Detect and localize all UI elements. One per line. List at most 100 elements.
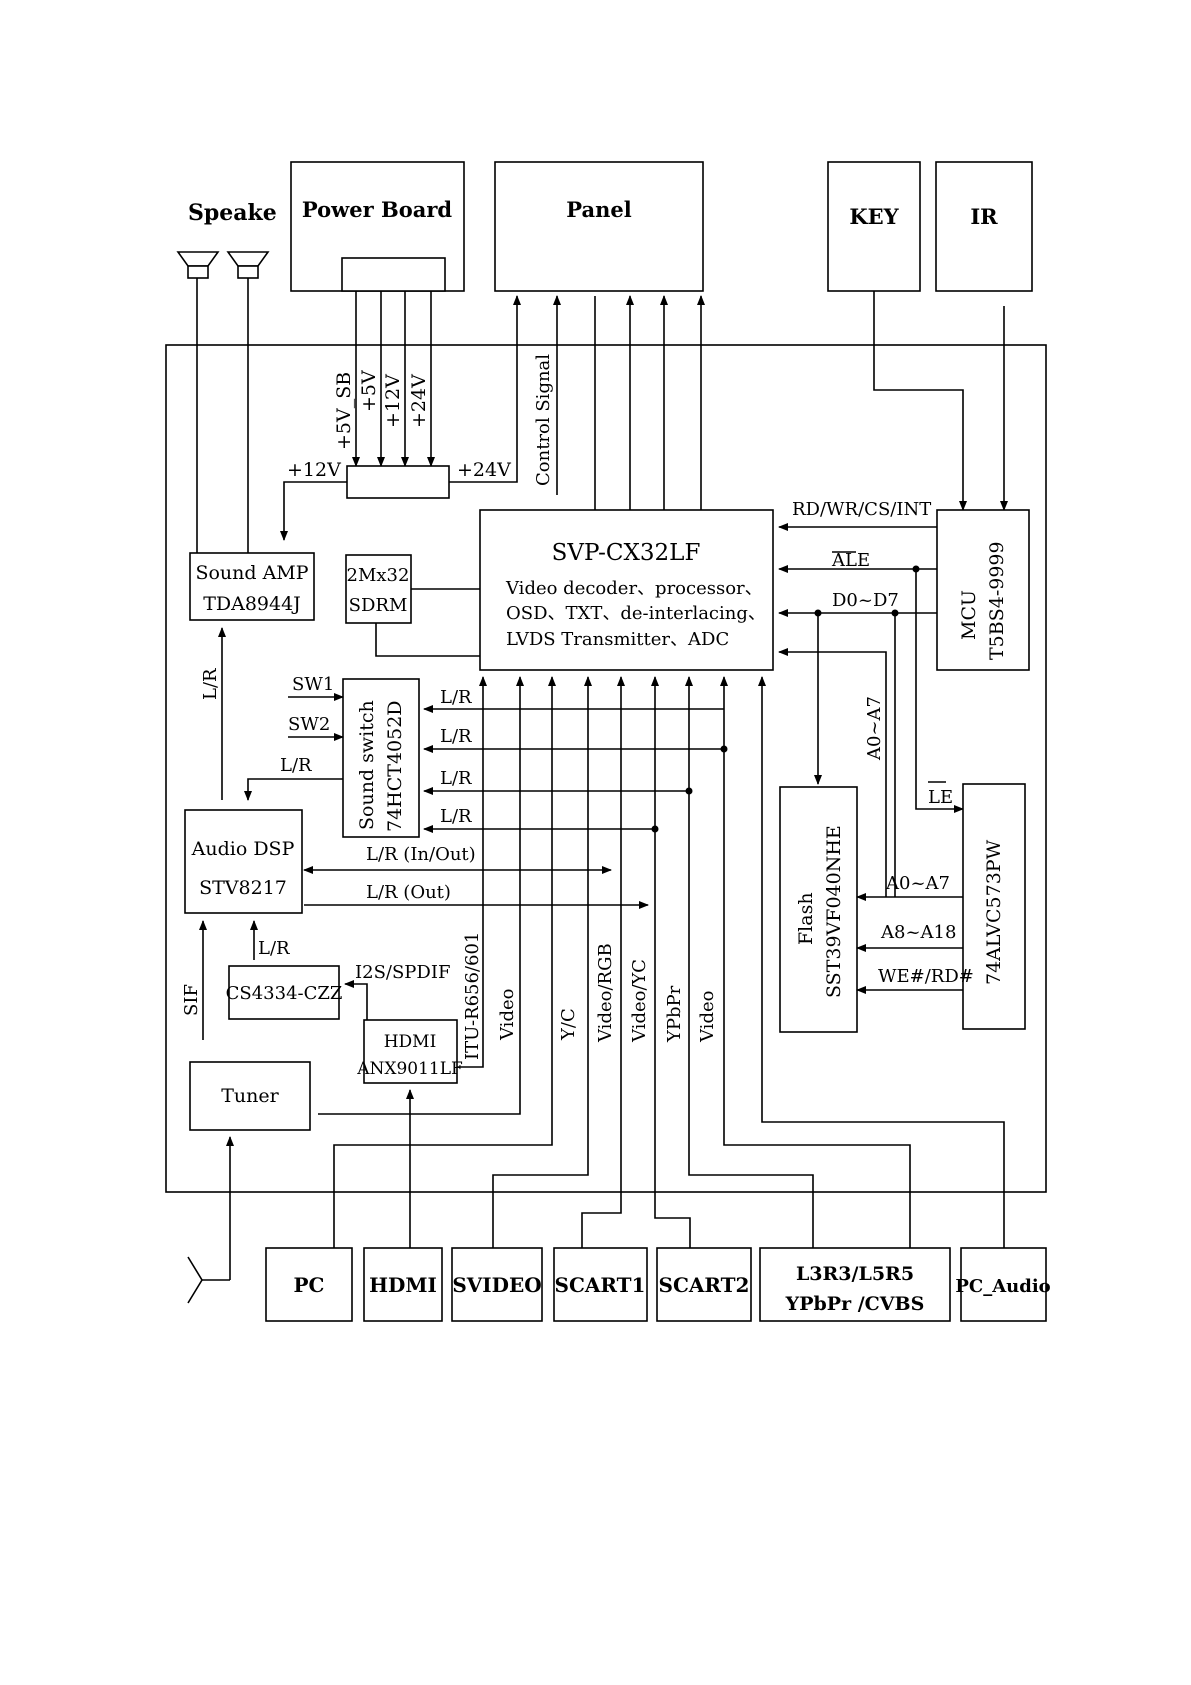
- le-wire: [915, 569, 964, 813]
- rail-5vsb-label: +5V_SB: [333, 372, 355, 450]
- rd-wr-label: RD/WR/CS/INT: [792, 499, 931, 520]
- switch-to-dsp-wire: [244, 778, 343, 801]
- rail-12v-label: +12V: [382, 374, 404, 428]
- input-pc-audio-label: PC_Audio: [955, 1276, 1050, 1297]
- ale-label: ALE: [831, 550, 870, 571]
- cs4334-label: CS4334-CZZ: [226, 983, 343, 1004]
- sif-label: SIF: [181, 984, 202, 1016]
- yc-label: Y/C: [558, 1008, 579, 1041]
- a8-a18-label: A8~A18: [880, 922, 956, 943]
- scart1-wire: [581, 676, 625, 1248]
- lr-out-label: L/R (Out): [366, 882, 451, 903]
- sdram-box: [345, 554, 412, 624]
- mcu-label-2: T5BS4-9999: [986, 541, 1008, 660]
- key-label: KEY: [849, 204, 899, 229]
- input-svideo-label: SVIDEO: [452, 1273, 541, 1297]
- video-rgb-label: Video/RGB: [595, 943, 616, 1043]
- hdmi-rx-box: [363, 1019, 458, 1084]
- audio-dsp-label-1: Audio DSP: [191, 838, 295, 860]
- rail-24v-label: +24V: [408, 374, 430, 428]
- lr-input-label-4: L/R: [440, 806, 472, 827]
- latch-a0-a7-label: A0~A7: [885, 873, 950, 894]
- key-box: [827, 161, 921, 292]
- latch-label: 74ALVC573PW: [983, 839, 1005, 985]
- sound-switch-label-1: Sound switch: [356, 700, 378, 830]
- panel-supply-wire: [449, 295, 521, 483]
- rail-5v-label: +5V: [358, 370, 380, 412]
- i2s-label: I2S/SPDIF: [355, 962, 450, 983]
- mcu-label-1: MCU: [958, 590, 980, 640]
- lr-input-label-2: L/R: [440, 726, 472, 747]
- input-scart2-label: SCART2: [659, 1273, 750, 1297]
- input-pc-box: [265, 1247, 353, 1322]
- ir-box: [935, 161, 1033, 292]
- input-hdmi-label: HDMI: [369, 1273, 437, 1297]
- input-scart2-box: [656, 1247, 752, 1322]
- pc-audio-wire: [761, 691, 1005, 1248]
- power-board-label: Power Board: [302, 197, 452, 222]
- audio-dsp-label-2: STV8217: [199, 877, 287, 899]
- control-signal-label: Control Signal: [533, 354, 554, 486]
- input-l3r3-box: [759, 1247, 951, 1322]
- sound-amp-box: [189, 552, 315, 621]
- svp-title: SVP-CX32LF: [552, 540, 701, 566]
- input-pc-audio-box: [960, 1247, 1047, 1322]
- dsp-to-amp-label: L/R: [200, 668, 221, 700]
- antenna-icon: [187, 1256, 230, 1304]
- a0-a7-vertical-label: A0~A7: [864, 696, 885, 761]
- amp-supply-wire: [280, 481, 347, 541]
- hdmi-rx-label-2: ANX9011LF: [356, 1059, 463, 1079]
- input-svideo-box: [451, 1247, 543, 1322]
- a0-a7-return-wire: [778, 648, 887, 897]
- tuner-box: [189, 1061, 311, 1131]
- speaker-left-icon: [176, 251, 220, 279]
- lr-input-label-1: L/R: [440, 687, 472, 708]
- itu-wire: [457, 676, 487, 1068]
- sw1-label: SW1: [292, 674, 334, 695]
- svp-line-2: OSD、TXT、de-interlacing、: [506, 603, 766, 624]
- power-regulator-box: [346, 465, 450, 499]
- panel-supply-label: +24V: [457, 459, 511, 481]
- le-label: LE: [928, 787, 953, 808]
- panel-label: Panel: [566, 197, 631, 222]
- input-hdmi-box: [363, 1247, 443, 1322]
- d0-d7-label: D0~D7: [832, 590, 899, 611]
- amp-supply-label: +12V: [287, 459, 341, 481]
- ypbpr-label: YPbPr: [664, 985, 685, 1043]
- we-rd-label: WE#/RD#: [878, 966, 974, 987]
- main-board-outline: [165, 344, 1047, 1193]
- ir-label: IR: [970, 204, 998, 229]
- i2s-wire: [344, 980, 368, 1020]
- itu-label: ITU-R656/601: [462, 932, 483, 1060]
- panel-box: [494, 161, 704, 292]
- sound-switch-label-2: 74HCT4052D: [384, 700, 406, 832]
- flash-label-1: Flash: [795, 892, 817, 945]
- video-b-label: Video: [697, 991, 718, 1043]
- switch-to-dsp-label: L/R: [280, 755, 312, 776]
- sdram-label-2: SDRM: [349, 595, 408, 616]
- input-l3r3-label-1: L3R3/L5R5: [796, 1263, 914, 1285]
- svideo-wire: [492, 676, 592, 1248]
- mcu-box: [936, 509, 1030, 671]
- cs4334-box: [228, 965, 340, 1020]
- l3r3-ypbpr-wire: [685, 676, 814, 1248]
- svp-box: [479, 509, 774, 671]
- tuner-video-wire: [318, 676, 524, 1115]
- cs-to-dsp-label: L/R: [258, 938, 290, 959]
- l3r3-video-wire: [720, 676, 911, 1248]
- tuner-label: Tuner: [221, 1085, 279, 1107]
- input-pc-label: PC: [294, 1273, 325, 1297]
- scart2-wire: [651, 676, 691, 1248]
- lr-input-label-3: L/R: [440, 768, 472, 789]
- svp-line-3: LVDS Transmitter、ADC: [506, 629, 729, 650]
- speaker-label: Speake: [188, 200, 277, 226]
- hdmi-rx-label-1: HDMI: [384, 1032, 437, 1052]
- input-scart1-label: SCART1: [555, 1273, 646, 1297]
- sound-amp-label-2: TDA8944J: [203, 593, 301, 615]
- key-to-mcu-wire: [873, 291, 967, 511]
- power-connector: [341, 257, 446, 292]
- video-yc-label: Video/YC: [629, 959, 650, 1043]
- input-scart1-box: [553, 1247, 648, 1322]
- speaker-right-icon: [226, 251, 270, 279]
- audio-dsp-box: [184, 809, 303, 914]
